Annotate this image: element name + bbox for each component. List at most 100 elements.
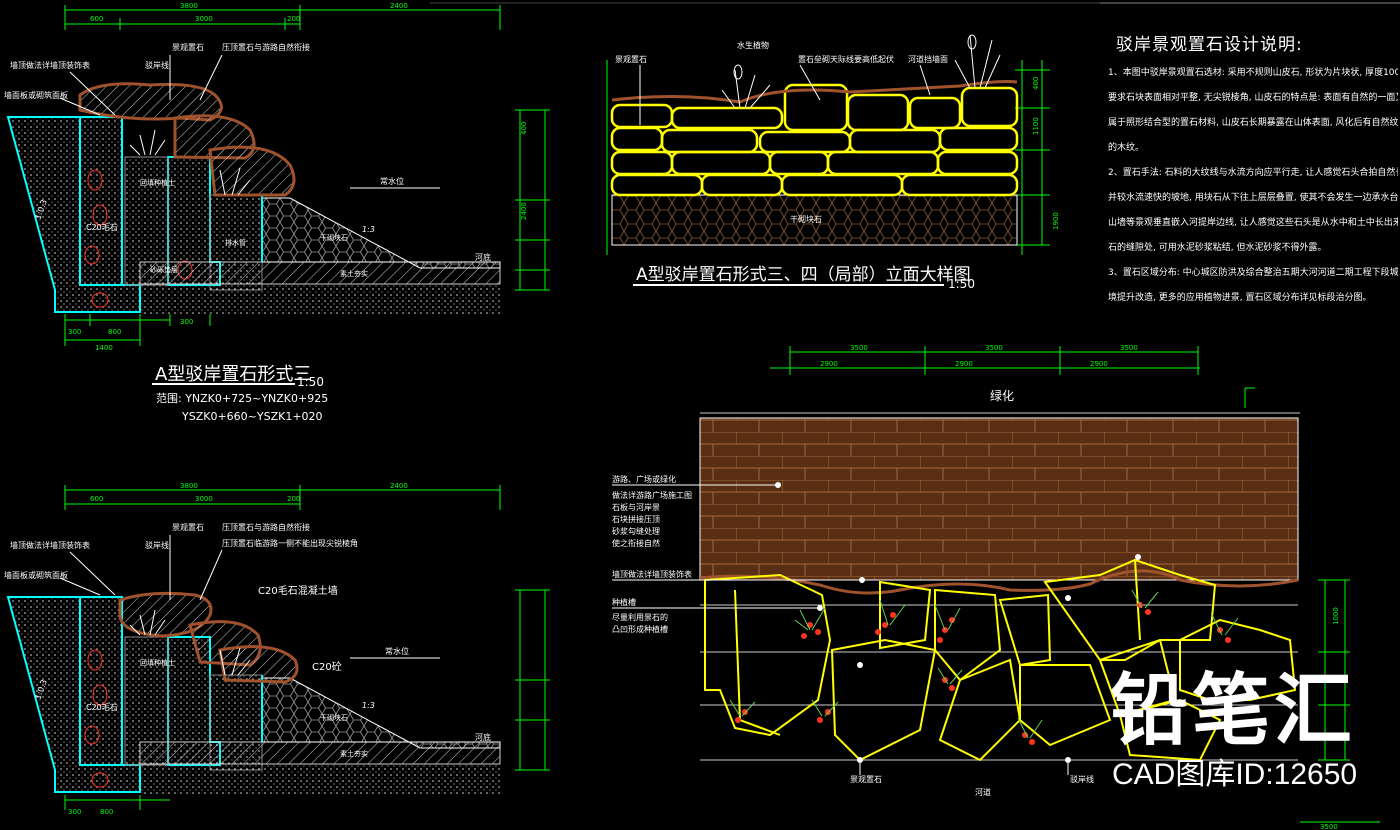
dim-top-1: 3800 [180,2,198,10]
plan-label-river: 河道 [975,787,991,797]
notes-line-2: 要求石块表面相对平整, 无尖锐棱角, 山皮石的特点是: 表面有自然的一面又有直线… [1108,93,1398,103]
label-gabion: 砂砾垫层 [150,265,178,274]
brick-paving [699,417,1299,581]
dim-b-bottom-2: 800 [100,808,113,816]
notes-line-5: 2、置石手法: 石料的大纹线与水流方向应平行走, 让人感觉石头合拍自然长在河边的… [1108,168,1398,178]
dim-b-second-2: 3000 [195,495,213,503]
plan-label-2: 做法详游路广场施工图 [612,490,692,500]
dim-plan-second-2: 2900 [955,360,973,368]
label-b-concrete: C20毛石 [86,702,118,712]
label-b-wall: C20毛石混凝土墙 [258,584,338,597]
dim-plan-top-1: 3500 [850,344,868,352]
section-bottom-dimensions [64,485,550,810]
dim-second-1: 600 [90,15,103,23]
elevation-stones [610,83,1019,197]
label-b-stone: 景观置石 [172,523,204,532]
dim-plan-top-2: 3500 [985,344,1003,352]
plan-view: 3500 3500 3500 2900 2900 2900 绿化 [612,344,1380,830]
dim-plan-bottom: 3500 [1320,823,1338,830]
dim-plan-second-1: 2900 [820,360,838,368]
dim-plan-right-1: 1000 [1332,607,1340,625]
notes-title: 驳岸景观置石设计说明: [1116,35,1303,55]
elevation-detail: 景观置石 水生植物 置石垒砌天际线要高低起伏 河道挡墙面 干砌块石 400 11… [606,34,1060,291]
notes-line-4: 的木纹。 [1108,143,1145,153]
dim-b-bottom-1: 300 [68,808,81,816]
boulder-1 [78,82,223,122]
label-b-railing: 墙顶做法详墙顶装饰表 [10,540,90,550]
gabion-base [611,194,1018,246]
dim-elev-1: 400 [1032,77,1040,90]
dim-elev-2: 1100 [1032,117,1040,135]
plan-label-stone: 景观置石 [850,775,882,784]
dim-bottom-3: 300 [180,318,193,326]
dim-b-top-1: 3800 [180,482,198,490]
section-top-dimensions [64,5,550,346]
label-coping: 墙面板或砌筑面板 [4,90,68,100]
label-fill: 回填种植土 [140,178,175,187]
plan-label-plant: 种植槽 [612,597,636,607]
plan-label-plant3: 凸凹形成种植槽 [612,624,668,634]
label-b-gravel: 干砌块石 [320,713,348,722]
plan-label-6: 使之衔接自然 [612,538,660,548]
label-stone: 景观置石 [172,43,204,52]
dim-bottom-1: 300 [68,328,81,336]
label-elev-edge: 河道挡墙面 [908,54,948,64]
range-section-top: 范围: YNZK0+725~YNZK0+925 [156,391,328,405]
scale-section-top: 1:50 [297,375,324,389]
dim-top-2: 2400 [390,2,408,10]
dim-right-2: 2400 [520,202,528,220]
dim-b-top-2: 2400 [390,482,408,490]
dim-b-second-3: 200 [287,495,300,503]
section-bottom: 3800 2400 600 3000 200 300 800 常水位 C20砼 … [4,482,550,816]
label-gravel: 干砌块石 [320,233,348,242]
dim-elev-3: 1900 [1052,212,1060,230]
title-section-top: A型驳岸置石形式三 [155,364,311,385]
plant-icon [129,129,251,196]
label-b-riverbed: 河底 [475,732,491,742]
dim-plan-second-3: 2900 [1090,360,1108,368]
label-lawn: 驳岸线 [145,60,169,70]
plan-label-4: 石块拼接压顶 [612,514,660,524]
notes-line-10: 境提升改造, 更多的应用植物进景, 置石区域分布详见标段治分图。 [1108,293,1372,303]
label-b-coping: 墙面板或砌筑面板 [4,570,68,580]
design-notes: 驳岸景观置石设计说明: 1、本图中驳岸景观置石选材: 采用不规则山皮石, 形状为… [1108,30,1398,315]
aquatic-plant-icon [721,34,1001,109]
label-b-fill: 回填种植土 [140,658,175,667]
plan-label-5: 砂浆勾缝处理 [612,526,660,536]
dim-second-2: 3000 [195,15,213,23]
label-slope: 1:3 [362,225,375,234]
label-elev-gravel: 干砌块石 [790,214,822,224]
plan-label-3: 石板与河岸景 [612,502,660,512]
watermark-brand: 铅笔汇 [1110,666,1357,756]
notes-line-8: 石的缝隙处, 可用水泥砂浆粘结, 但水泥砂浆不得外露。 [1108,243,1327,253]
plan-stones [704,558,1297,762]
label-elev-plant: 水生植物 [737,40,769,50]
planting-icon [735,602,1231,745]
label-elev-stone: 景观置石 [615,55,647,64]
label-plan-green: 绿化 [990,388,1014,403]
notes-line-3: 属于照形结合型的置石材料, 山皮石长期暴露在山体表面, 风化后有自然纹理, 刷成… [1108,118,1398,128]
label-concrete: C20毛石 [86,222,118,232]
plan-label-plant2: 尽量利用景石的 [612,612,668,622]
label-elev-natural: 置石垒砌天际线要高低起伏 [798,54,894,64]
plan-label-edge: 墙顶做法详墙顶装饰表 [612,569,692,579]
label-b-c20: C20砼 [312,660,342,673]
label-b-lawn: 驳岸线 [145,540,169,550]
section-top: 3800 2400 600 3000 200 300 800 300 1400 … [4,2,550,423]
dim-bottom-2: 800 [108,328,121,336]
boulder-3 [208,145,296,197]
label-b-joint: 压顶置石与游路自然衔接 [222,522,310,532]
dim-plan-top-3: 3500 [1120,344,1138,352]
plan-label-1: 游路、广场或绿化 [612,474,676,484]
notes-line-7: 山墙等景观垂直嵌入河提岸边线, 让人感觉这些石头是从水中和土中长出来似的, 另预… [1108,218,1398,228]
range-section-top-2: YSZK0+660~YSZK1+020 [181,410,323,423]
label-drain: 排水管 [225,238,246,247]
edge-line [699,569,1299,595]
scale-elevation: 1:50 [948,277,975,291]
dim-bottom-4: 1400 [95,344,113,352]
label-b-slope: 1:3 [362,701,375,710]
label-riverbed: 河底 [475,252,491,262]
notes-line-1: 1、本图中驳岸景观置石选材: 采用不规则山皮石, 形状为片块状, 厚度100-6… [1108,68,1398,78]
label-base: 素土夯实 [340,269,368,278]
